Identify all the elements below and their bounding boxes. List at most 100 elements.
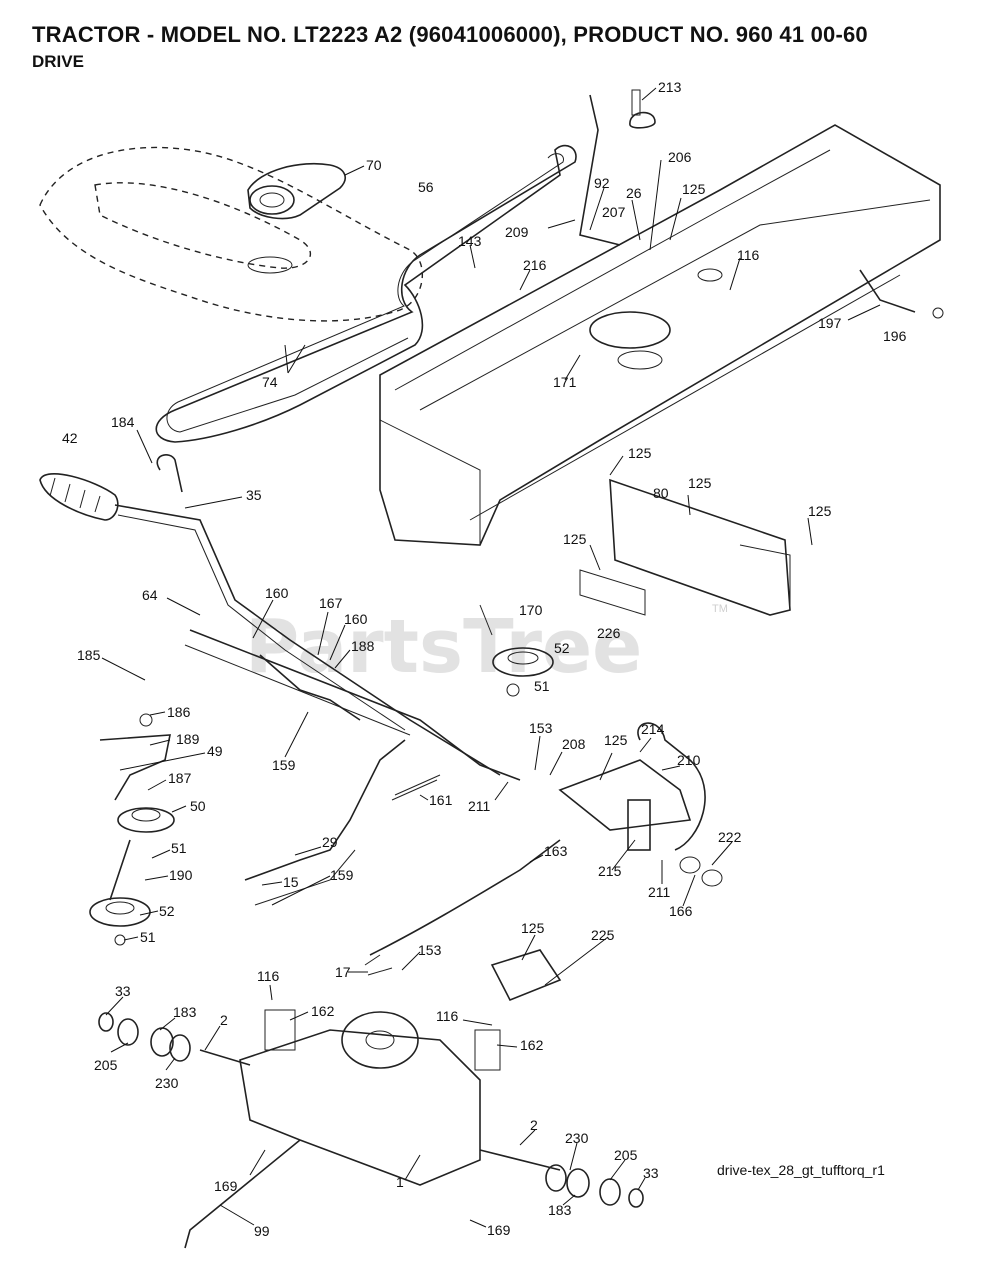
part-callout-159: 159 <box>330 867 354 883</box>
part-callout-225: 225 <box>591 927 615 943</box>
part-callout-29: 29 <box>322 834 338 850</box>
part-callout-42: 42 <box>62 430 78 446</box>
part-callout-205: 205 <box>94 1057 118 1073</box>
callout-leaders <box>101 87 881 1228</box>
part-callout-209: 209 <box>505 224 529 240</box>
center-pulley <box>479 604 554 697</box>
part-callout-215: 215 <box>598 863 622 879</box>
part-callout-163: 163 <box>544 843 568 859</box>
part-callout-226: 226 <box>597 625 621 641</box>
part-callout-170: 170 <box>519 602 543 618</box>
part-callout-167: 167 <box>319 595 343 611</box>
rear-bracket <box>579 478 791 616</box>
part-callout-52: 52 <box>159 903 175 919</box>
part-callout-125: 125 <box>628 445 652 461</box>
part-callout-35: 35 <box>246 487 262 503</box>
control-plate <box>247 162 346 220</box>
part-callout-190: 190 <box>169 867 193 883</box>
part-callout-211: 211 <box>468 798 491 814</box>
part-callout-50: 50 <box>190 798 206 814</box>
part-callout-153: 153 <box>529 720 553 736</box>
part-callout-171: 171 <box>553 374 577 390</box>
page-title: TRACTOR - MODEL NO. LT2223 A2 (960410060… <box>32 22 868 47</box>
part-callout-153: 153 <box>418 942 442 958</box>
part-callout-160: 160 <box>265 585 289 601</box>
part-callout-161: 161 <box>429 792 453 808</box>
cross-shaft <box>184 629 521 906</box>
transaxle <box>184 1009 561 1249</box>
part-callout-33: 33 <box>115 983 131 999</box>
part-callout-162: 162 <box>520 1037 544 1053</box>
part-callout-211: 211 <box>648 884 671 900</box>
part-callout-64: 64 <box>142 587 158 603</box>
part-callout-222: 222 <box>718 829 742 845</box>
part-callout-143: 143 <box>458 233 482 249</box>
part-callout-169: 169 <box>487 1222 511 1238</box>
part-callout-99: 99 <box>254 1223 270 1239</box>
part-callout-80: 80 <box>653 485 669 501</box>
trademark-mark: TM <box>712 603 728 615</box>
part-callout-187: 187 <box>168 770 192 786</box>
part-callout-116: 116 <box>436 1008 459 1024</box>
tractor-frame <box>379 124 941 546</box>
part-callout-183: 183 <box>173 1004 197 1020</box>
part-callout-125: 125 <box>682 181 706 197</box>
hitch-lever <box>859 269 944 319</box>
diagram-reference-code: drive-tex_28_gt_tufftorq_r1 <box>717 1162 885 1178</box>
watermark: PartsTree <box>245 604 642 690</box>
part-callout-230: 230 <box>565 1130 589 1146</box>
part-callout-125: 125 <box>563 531 587 547</box>
part-callout-51: 51 <box>534 678 550 694</box>
part-callout-125: 125 <box>808 503 832 519</box>
part-callout-125: 125 <box>521 920 545 936</box>
shift-lever <box>579 89 656 246</box>
part-callout-2: 2 <box>530 1117 538 1133</box>
section-subtitle: DRIVE <box>32 52 84 71</box>
part-callout-185: 185 <box>77 647 101 663</box>
part-callout-70: 70 <box>366 157 382 173</box>
part-callout-52: 52 <box>554 640 570 656</box>
part-callout-205: 205 <box>614 1147 638 1163</box>
part-callout-74: 74 <box>262 374 278 390</box>
part-callout-125: 125 <box>604 732 628 748</box>
part-callout-125: 125 <box>688 475 712 491</box>
part-callout-2: 2 <box>220 1012 228 1028</box>
part-callout-1: 1 <box>396 1174 404 1190</box>
part-callout-183: 183 <box>548 1202 572 1218</box>
right-axle-hardware <box>545 1164 644 1208</box>
part-callout-49: 49 <box>207 743 223 759</box>
part-callout-197: 197 <box>818 315 842 331</box>
part-callout-188: 188 <box>351 638 375 654</box>
transaxle-bracket <box>490 949 562 1002</box>
part-callout-56: 56 <box>418 179 434 195</box>
part-callout-51: 51 <box>171 840 187 856</box>
part-callout-196: 196 <box>883 328 907 344</box>
part-callout-207: 207 <box>602 204 626 220</box>
part-callout-186: 186 <box>167 704 191 720</box>
part-callout-206: 206 <box>668 149 692 165</box>
fender-outline <box>39 146 424 322</box>
part-callout-208: 208 <box>562 736 586 752</box>
part-callout-230: 230 <box>155 1075 179 1091</box>
part-callout-116: 116 <box>257 968 280 984</box>
part-callout-160: 160 <box>344 611 368 627</box>
part-callout-213: 213 <box>658 79 682 95</box>
part-callout-184: 184 <box>111 414 135 430</box>
part-callout-51: 51 <box>140 929 156 945</box>
part-callout-33: 33 <box>643 1165 659 1181</box>
part-callout-210: 210 <box>677 752 701 768</box>
drive-belt <box>155 144 577 443</box>
part-callout-166: 166 <box>669 903 693 919</box>
part-callout-189: 189 <box>176 731 200 747</box>
part-callout-92: 92 <box>594 175 610 191</box>
springs-rods <box>364 774 561 976</box>
part-callout-116: 116 <box>737 247 760 263</box>
part-callout-162: 162 <box>311 1003 335 1019</box>
part-callout-214: 214 <box>641 721 665 737</box>
part-callout-169: 169 <box>214 1178 238 1194</box>
part-callout-159: 159 <box>272 757 296 773</box>
part-callout-26: 26 <box>626 185 642 201</box>
